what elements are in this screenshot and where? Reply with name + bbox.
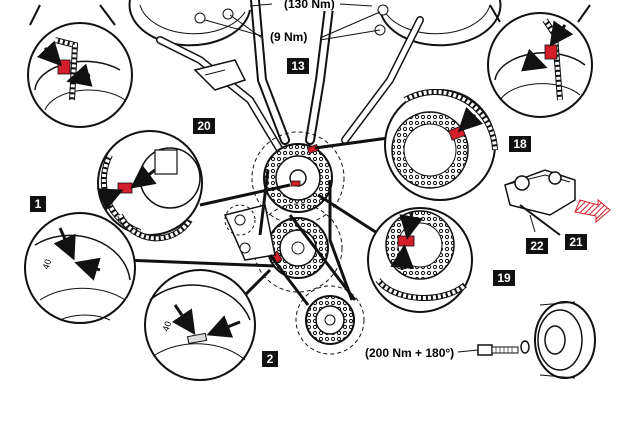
callout-2: 2 [262, 351, 278, 367]
callout-18: 18 [509, 136, 531, 152]
torque-leader-lines [204, 3, 381, 41]
inset-19-sprocket-mark [367, 207, 473, 313]
left-camshaft-sprocket [128, 0, 251, 47]
crankshaft-pulley [534, 301, 596, 379]
torque-spec-crank: (200 Nm + 180°) [363, 346, 457, 360]
crankshaft-sprocket [295, 285, 365, 355]
callout-21: 21 [565, 234, 587, 250]
callout-22: 22 [526, 238, 548, 254]
torque-spec-top: (130 Nm) [282, 0, 337, 11]
inset-1-crank-mark: 40 [24, 212, 136, 324]
right-camshaft-sprocket [374, 0, 502, 47]
inset-2-crank-mark: 40 [144, 269, 256, 381]
tensioner-assembly [504, 169, 576, 236]
callout-20: 20 [193, 118, 215, 134]
callout-1: 1 [30, 196, 46, 212]
hatched-arrow-icon [574, 198, 611, 224]
inset-18-sprocket-mark [384, 88, 498, 201]
crank-mark-text-2: 40 [160, 320, 173, 333]
chain-tensioner-left [223, 204, 276, 261]
timing-chain [258, 169, 357, 306]
callout-13: 13 [287, 58, 309, 74]
torque-spec-upper: (9 Nm) [268, 30, 310, 44]
inset-right-camshaft-mark [487, 4, 593, 118]
crankshaft-bolt [457, 340, 530, 356]
inset-20-sprocket-mark [96, 130, 203, 242]
chain-guide-center [250, 0, 335, 145]
callout-19: 19 [493, 270, 515, 286]
crank-mark-text: 40 [40, 258, 53, 271]
chain-guide-right [341, 16, 424, 144]
inset-left-camshaft-mark [27, 4, 133, 128]
chain-guide-left [156, 36, 284, 154]
